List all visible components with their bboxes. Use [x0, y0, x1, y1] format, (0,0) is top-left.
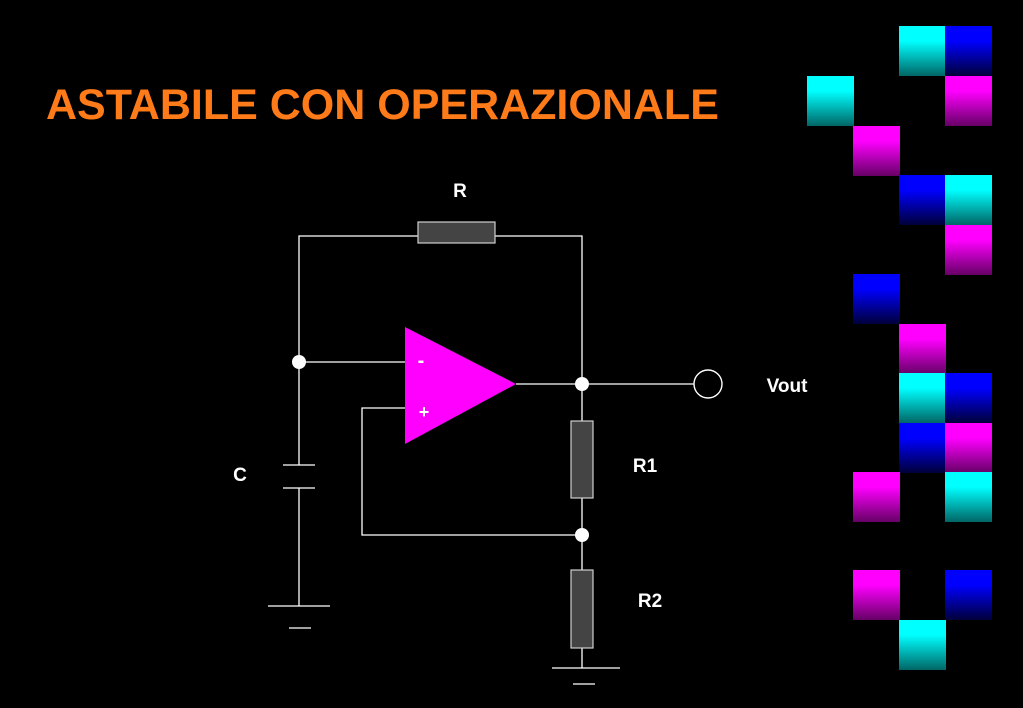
slide-title: ASTABILE CON OPERAZIONALE	[46, 81, 719, 129]
label-r: R	[453, 181, 467, 202]
label-c: C	[233, 465, 247, 486]
decorative-square-cyan	[807, 76, 854, 126]
decorative-square-blue	[945, 373, 992, 423]
decorative-square-blue	[899, 175, 946, 225]
decorative-square-magenta	[945, 76, 992, 126]
decorative-square-magenta	[853, 126, 900, 176]
feedback-wire-right	[495, 235, 583, 384]
opamp-triangle	[405, 327, 516, 444]
decorative-square-blue	[853, 274, 900, 324]
junction-node-output	[575, 377, 589, 391]
capacitor-c	[283, 464, 315, 489]
resistor-r	[417, 221, 496, 244]
junction-node-divider	[575, 528, 589, 542]
label-vout: Vout	[767, 376, 808, 397]
ground-symbol-r2	[552, 667, 620, 685]
decorative-square-blue	[945, 26, 992, 76]
decorative-square-cyan	[899, 373, 946, 423]
ground-symbol-c	[268, 605, 330, 629]
decorative-square-magenta	[853, 472, 900, 522]
decorative-square-blue	[899, 423, 946, 473]
decorative-square-blue	[945, 570, 992, 620]
decorative-square-cyan	[899, 620, 946, 670]
label-r2: R2	[638, 591, 662, 612]
wires	[298, 235, 694, 668]
opamp-inverting-sign: -	[418, 350, 425, 372]
opamp-non-inverting-sign: +	[419, 402, 430, 422]
junction-node-inverting	[292, 355, 306, 369]
decorative-square-magenta	[945, 225, 992, 275]
decorative-square-magenta	[853, 570, 900, 620]
label-r1: R1	[633, 456, 658, 477]
decorative-square-cyan	[945, 175, 992, 225]
decorative-square-cyan	[899, 26, 946, 76]
decorative-square-magenta	[945, 423, 992, 473]
decorative-square-cyan	[945, 472, 992, 522]
positive-feedback-wire	[361, 407, 582, 536]
decorative-square-magenta	[899, 324, 946, 374]
feedback-wire-left	[298, 235, 418, 362]
resistor-r1	[570, 420, 594, 499]
resistor-r2	[570, 569, 594, 649]
output-terminal	[693, 369, 723, 399]
